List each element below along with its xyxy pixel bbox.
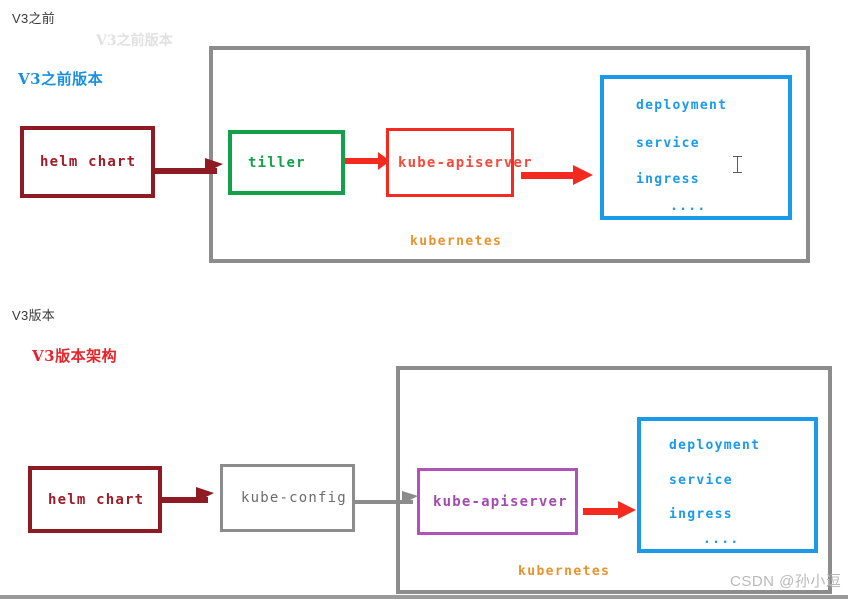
node-label: tiller bbox=[248, 154, 306, 171]
arrow-tiller-to-apiserver-line bbox=[345, 158, 381, 164]
node-label: kube-config bbox=[241, 490, 347, 506]
cluster-frame-v3-before bbox=[209, 46, 810, 263]
caret-top-bar bbox=[733, 156, 742, 157]
arrow-apiserver-to-resources-head-1 bbox=[573, 165, 593, 185]
resource-item-service: service bbox=[669, 473, 733, 488]
node-label: kube-apiserver bbox=[433, 493, 568, 510]
cluster-label-v3: kubernetes bbox=[518, 564, 611, 579]
resource-item-deployment: deployment bbox=[669, 438, 761, 453]
cluster-frame-v3 bbox=[396, 366, 832, 594]
resource-item-ingress: ingress bbox=[669, 507, 733, 522]
arrow-apiserver-to-resources-line-2 bbox=[583, 508, 623, 515]
cluster-label-v3-before: kubernetes bbox=[410, 234, 503, 249]
caret-stem bbox=[737, 157, 738, 172]
node-helm-chart-v3[interactable]: helm chart bbox=[28, 466, 162, 533]
image-bottom-edge bbox=[0, 595, 848, 599]
image-heading-v3-before: V3之前版本 bbox=[18, 70, 104, 88]
arrow-helm-to-tiller-head bbox=[205, 158, 223, 173]
node-kube-apiserver-v3-before[interactable]: kube-apiserver bbox=[386, 128, 532, 197]
arrow-apiserver-to-resources-head-2 bbox=[618, 501, 636, 519]
node-label: helm chart bbox=[48, 491, 145, 508]
watermark: CSDN @孙小逗 bbox=[730, 573, 842, 590]
node-helm-chart-v3-before[interactable]: helm chart bbox=[20, 126, 155, 198]
resource-item-service: service bbox=[636, 136, 700, 151]
resource-item-deployment: deployment bbox=[636, 98, 728, 113]
resource-box-v3: deployment service ingress .... bbox=[637, 417, 818, 553]
node-label: helm chart bbox=[40, 154, 137, 170]
resource-item-ellipsis: .... bbox=[703, 532, 740, 547]
resource-item-ellipsis: .... bbox=[670, 199, 707, 214]
resource-item-ingress: ingress bbox=[636, 172, 700, 187]
arrow-kubeconfig-to-apiserver-line bbox=[355, 500, 413, 504]
arrow-helm-to-kubeconfig-head bbox=[196, 487, 214, 502]
node-kube-apiserver-v3[interactable]: kube-apiserver bbox=[417, 468, 578, 535]
caret-bottom-bar bbox=[733, 172, 742, 173]
arrow-helm-to-tiller-line bbox=[155, 168, 217, 174]
arrow-apiserver-to-resources-line-1 bbox=[521, 172, 577, 179]
resource-box-v3-before: deployment service ingress .... bbox=[600, 75, 792, 220]
node-tiller[interactable]: tiller bbox=[228, 130, 345, 195]
node-kube-config[interactable]: kube-config bbox=[220, 464, 355, 532]
ghost-heading-v3-before: V3之前版本 bbox=[96, 33, 173, 49]
node-label: kube-apiserver bbox=[398, 154, 533, 171]
image-heading-v3: V3版本架构 bbox=[32, 347, 118, 365]
text-caret-cursor bbox=[733, 156, 742, 173]
section-caption-v3-before: V3之前 bbox=[12, 11, 56, 26]
section-caption-v3: V3版本 bbox=[12, 308, 56, 323]
arrow-helm-to-kubeconfig-line bbox=[162, 497, 208, 503]
arrow-kubeconfig-to-apiserver-head bbox=[402, 491, 418, 504]
